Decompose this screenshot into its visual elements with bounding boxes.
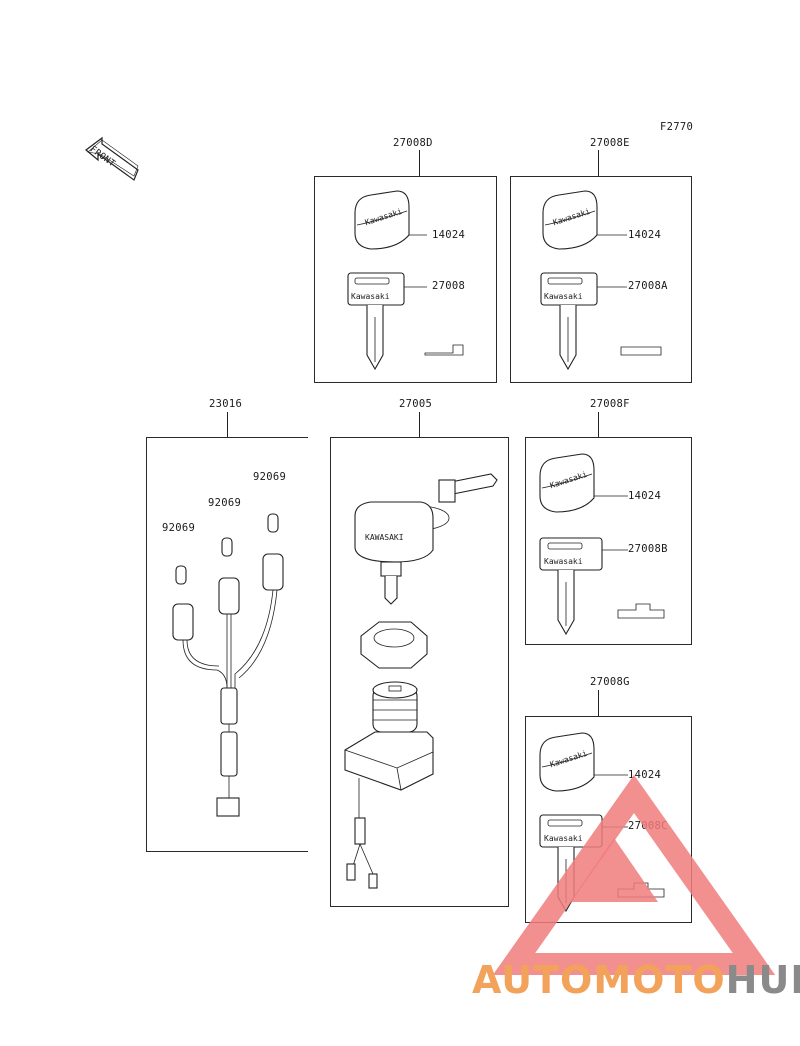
svg-text:Kawasaki: Kawasaki (351, 292, 390, 301)
svg-text:Kawasaki: Kawasaki (544, 557, 583, 566)
keyset-box-e: Kawasaki Kawasaki (510, 176, 692, 383)
watermark-text: AUTOMOTOHUB (472, 958, 800, 1002)
switch-brand-text: KAWASAKI (365, 533, 404, 542)
svg-text:Kawasaki: Kawasaki (544, 292, 583, 301)
keyset-ref-f: 27008F (590, 398, 630, 410)
keyset-key-e: 27008A (628, 280, 668, 292)
switch-box: KAWASAKI (330, 437, 509, 907)
harness-cap-1: 92069 (253, 471, 287, 483)
keyset-key-d: 27008 (432, 280, 466, 292)
switch-ref: 27005 (399, 398, 433, 410)
svg-text:Kawasaki: Kawasaki (544, 834, 583, 843)
keyset-ref-e: 27008E (590, 137, 630, 149)
watermark-part1: AUTOMOTO (472, 958, 726, 1002)
keyset-key-f: 27008B (628, 543, 668, 555)
keyset-box-f: Kawasaki Kawasaki (525, 437, 692, 645)
keyset-cap-g: 14024 (628, 769, 662, 781)
harness-ref: 23016 (209, 398, 243, 410)
harness-cap-2: 92069 (208, 497, 242, 509)
watermark-part2: HUB (725, 958, 800, 1002)
keyset-cap-f: 14024 (628, 490, 662, 502)
keyset-cap-e: 14024 (628, 229, 662, 241)
keyset-ref-d: 27008D (393, 137, 433, 149)
keyset-cap-d: 14024 (432, 229, 466, 241)
harness-box (146, 437, 308, 852)
figure-code: F2770 (660, 121, 694, 133)
keyset-ref-g: 27008G (590, 676, 630, 688)
front-arrow-icon (85, 136, 139, 181)
keyset-box-d: Kawasaki Kawasaki (314, 176, 497, 383)
harness-cap-3: 92069 (162, 522, 196, 534)
watermark-triangle-logo (492, 774, 776, 975)
